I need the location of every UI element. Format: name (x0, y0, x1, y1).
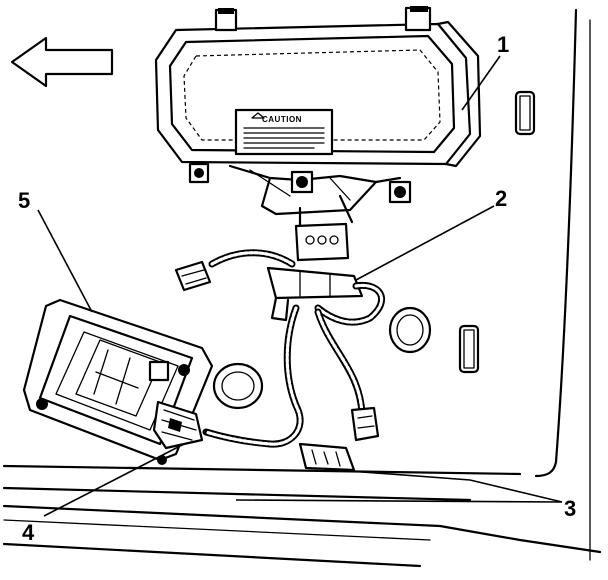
callout-4: 4 (22, 520, 35, 545)
harness-clip (298, 442, 356, 472)
leader-lines (37, 55, 563, 517)
callout-2: 2 (495, 186, 507, 211)
dashboard-frame (2, 8, 602, 568)
mounting-holes (212, 306, 432, 410)
caution-label: CAUTION (262, 115, 302, 124)
callout-3: 3 (564, 496, 576, 521)
wiring-connector-bracket (266, 194, 364, 322)
callout-5: 5 (18, 188, 30, 213)
left-arrow-icon (10, 36, 114, 88)
callout-1: 1 (497, 32, 509, 57)
wiring-harness (174, 249, 385, 448)
airbag-module: CAUTION (154, 6, 482, 216)
